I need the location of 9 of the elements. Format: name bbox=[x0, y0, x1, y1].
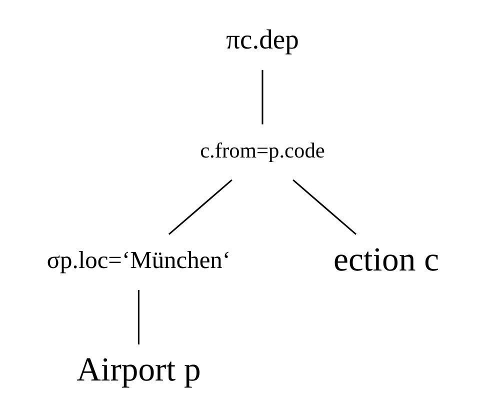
connector bbox=[262, 70, 264, 124]
connector bbox=[292, 179, 357, 235]
node-text: πc.dep bbox=[226, 24, 299, 55]
node-text: c.from=p.code bbox=[200, 138, 325, 163]
connector bbox=[168, 179, 232, 235]
connector bbox=[138, 290, 140, 344]
node-text: ection c bbox=[334, 242, 440, 279]
node-text: Airport p bbox=[76, 352, 201, 389]
node-text: σp.loc=‘München‘ bbox=[46, 246, 231, 274]
